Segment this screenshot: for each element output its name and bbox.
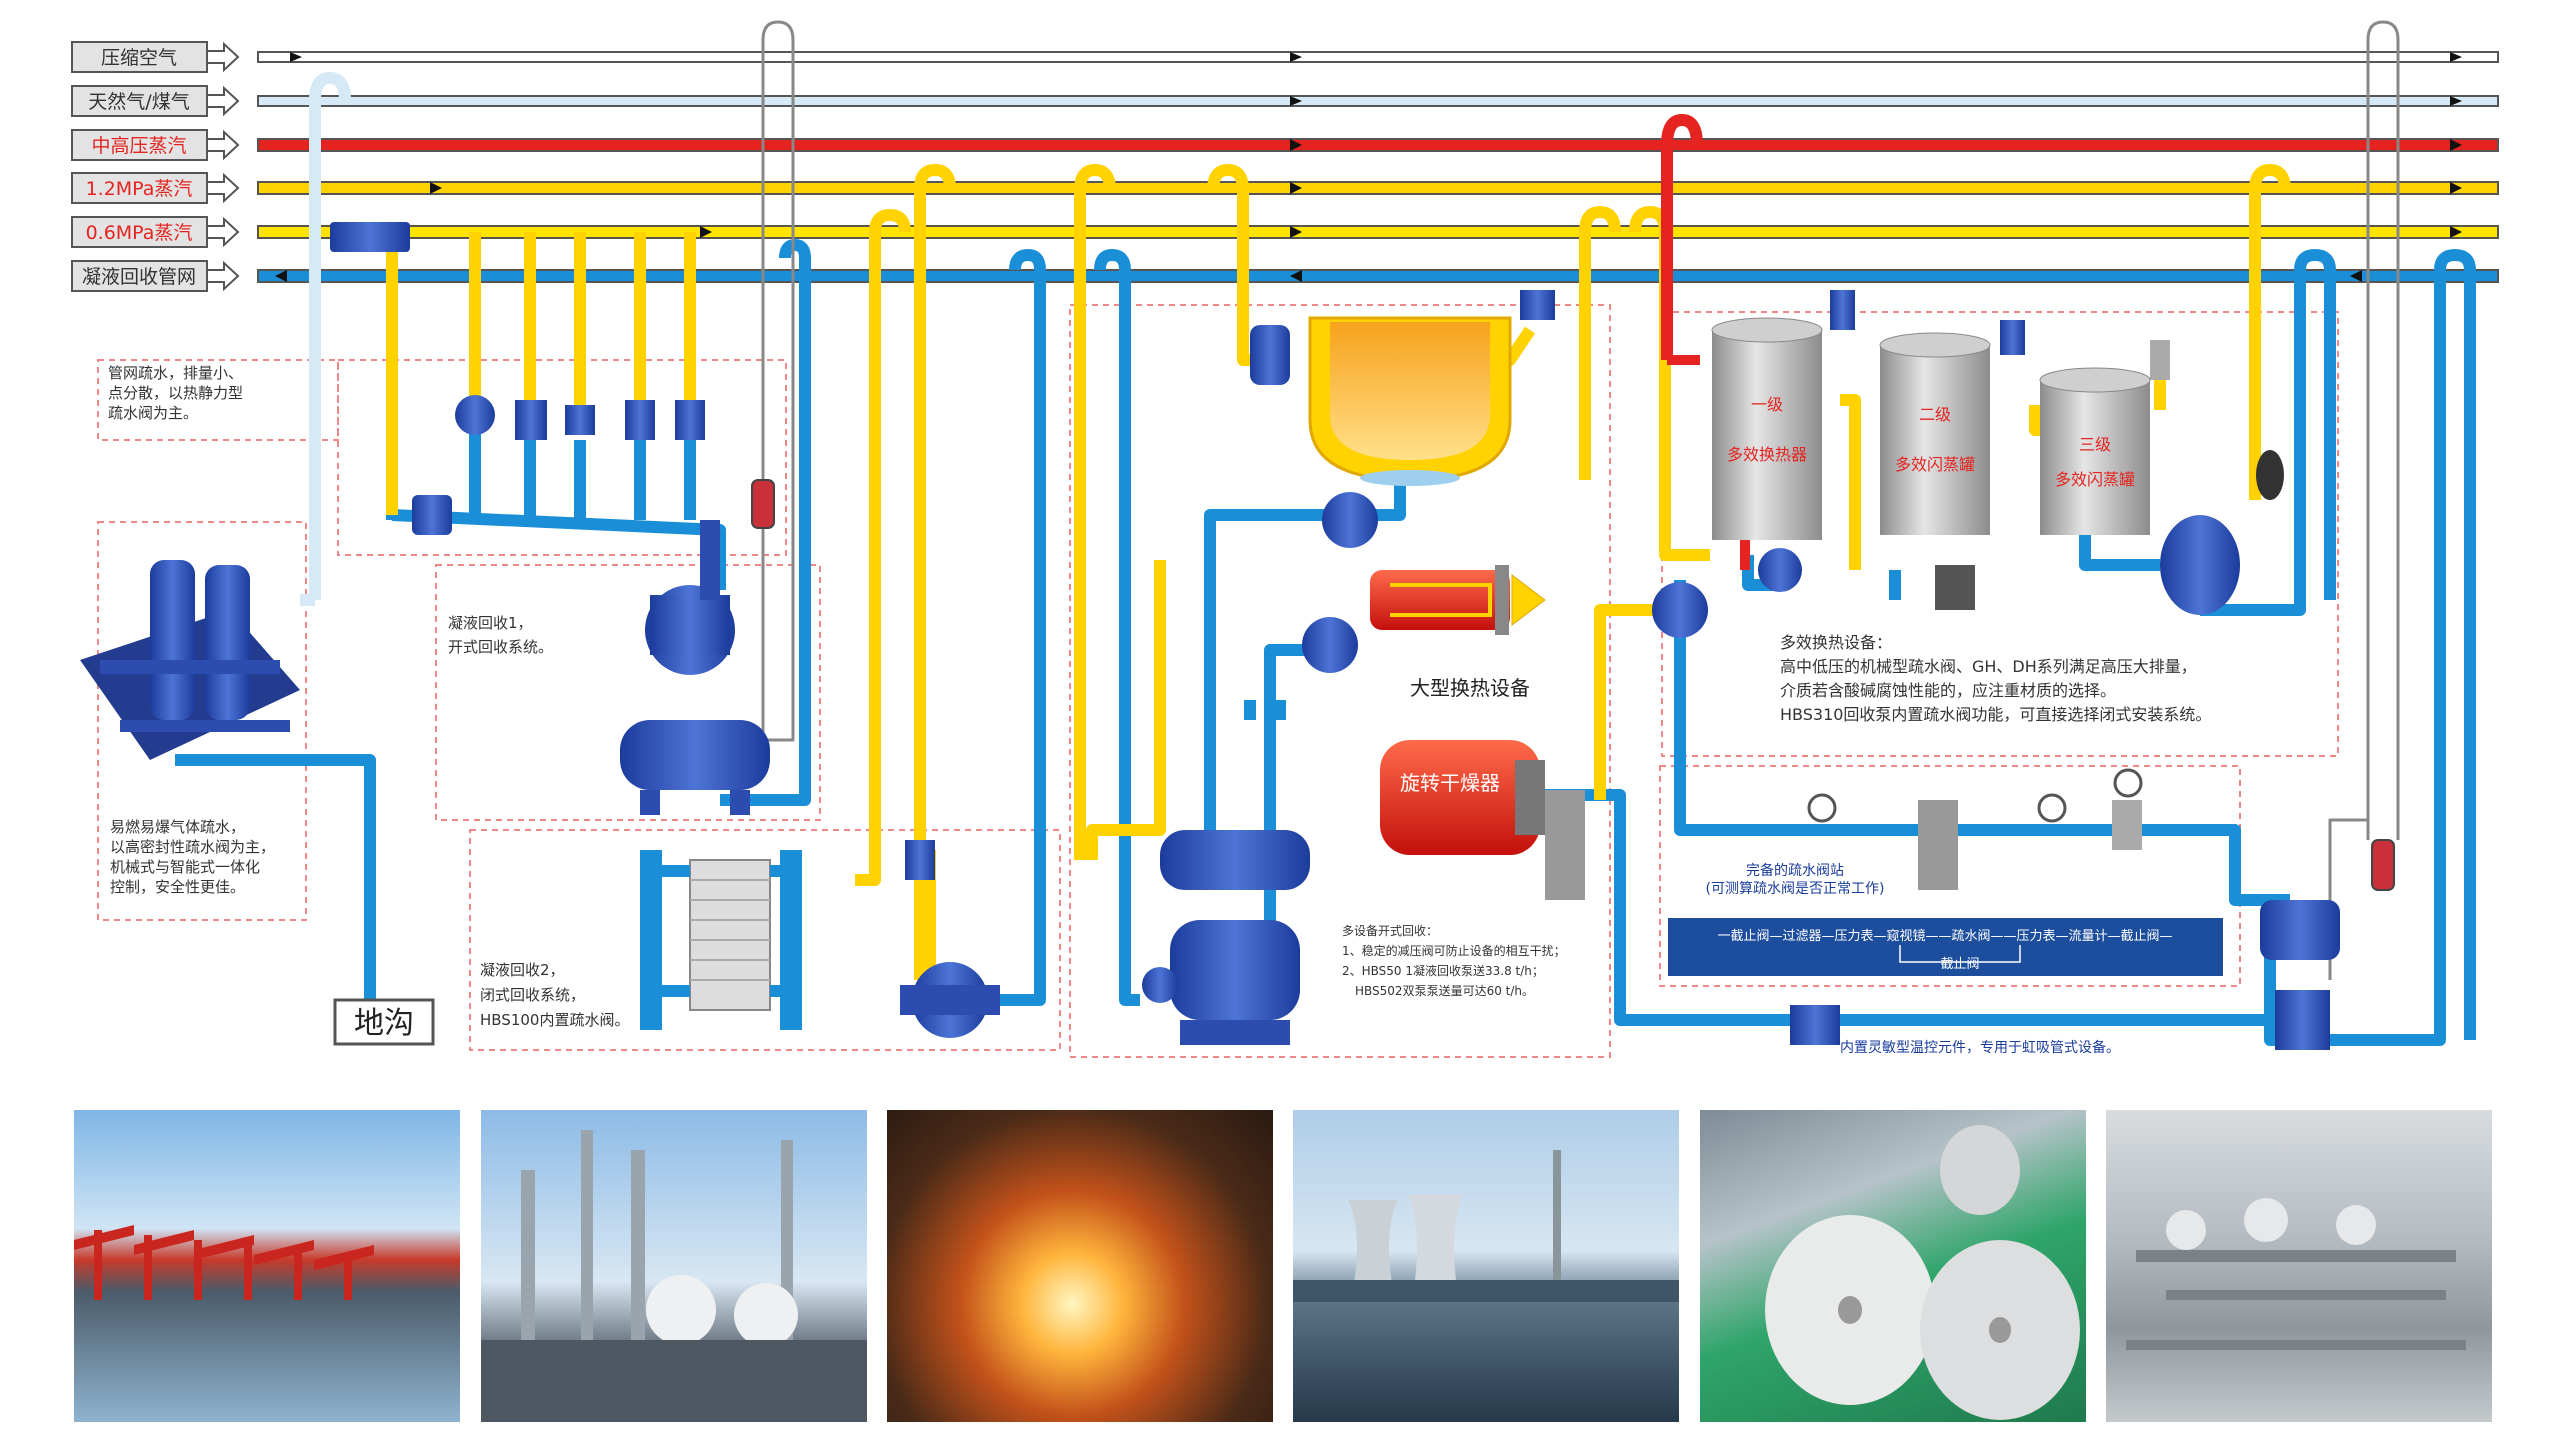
pipe-label-text: 0.6MPa蒸汽 (86, 222, 193, 244)
hp-steam-drop (1661, 113, 1703, 360)
trap-station-subtitle: (可测算疏水阀是否正常工作) (1706, 881, 1885, 897)
pipe-network-note: 管网疏水，排量小、 (108, 364, 243, 382)
pipe-label-text: 凝液回收管网 (82, 266, 196, 288)
pipe-compressed-air (257, 51, 2499, 63)
thermostatic-trap (515, 400, 547, 440)
multi-open-note: HBS502双泵泵送量可达60 t/h。 (1355, 983, 1534, 998)
flammable-note: 易燃易爆气体疏水， (110, 818, 245, 836)
open-recovery-pump (620, 520, 770, 815)
gas-filter-valve (330, 222, 410, 252)
pipe-steam-1-2mpa (257, 181, 2499, 195)
dual-recovery-pump (1142, 830, 1310, 1045)
multi-effect-note: 高中低压的机械型疏水阀、GH、DH系列满足高压大排量， (1780, 657, 2197, 676)
tank-name: 多效闪蒸罐 (2055, 470, 2135, 489)
pipe-label: 凝液回收管网 (71, 260, 240, 292)
pipe-label-text: 中高压蒸汽 (91, 135, 186, 157)
drain-ditch: 地沟 (333, 998, 435, 1046)
pipe-high-pressure-steam (257, 138, 2499, 152)
gas-drain-trap (751, 479, 775, 529)
header-pipes (257, 51, 2499, 283)
pipe-network-note: 疏水阀为主。 (108, 404, 198, 422)
flammable-note: 以高密封性疏水阀为主， (110, 838, 275, 856)
dashed-regions (97, 304, 2339, 1058)
rotary-dryer-label: 旋转干燥器 (1400, 771, 1500, 795)
trap-station-flow-bar: 一截止阀—过滤器—压力表—窥视镜——疏水阀——压力表—流量计—截止阀— 截止阀 (1668, 918, 2223, 976)
thermostatic-trap (625, 400, 655, 440)
tank: 一级 多效换热器 (1711, 317, 1823, 540)
multi-effect-note: 介质若含酸碱腐蚀性能的，应注重材质的选择。 (1780, 681, 2116, 700)
flammable-note: 控制，安全性更佳。 (110, 878, 245, 896)
pipe-label: 1.2MPa蒸汽 (71, 172, 240, 204)
tank-name: 多效换热器 (1727, 445, 1807, 464)
tank-level: 一级 (1751, 395, 1783, 414)
drain-ditch-label: 地沟 (354, 1006, 414, 1041)
photo-power-plant (1293, 1110, 1679, 1422)
trap-station-bypass-text: 截止阀 (1940, 957, 1979, 972)
recovery-2-note: 闭式回收系统， (480, 986, 585, 1004)
multi-open-note: 1、稳定的减压阀可防止设备的相互干扰； (1342, 943, 1566, 958)
photo-oil-pumpjacks (74, 1110, 460, 1422)
pipe-steam-0-6mpa (257, 225, 2499, 239)
rotary-dryer: 旋转干燥器 (1380, 740, 1585, 900)
trap-station-title: 完备的疏水阀站 (1746, 862, 1844, 879)
multi-effect-note: HBS310回收泵内置疏水阀功能，可直接选择闭式安装系统。 (1780, 705, 2211, 724)
plate-heat-exchanger (640, 850, 802, 1030)
float-trap (412, 495, 452, 535)
pipe-label: 中高压蒸汽 (71, 129, 240, 161)
large-exchanger-label: 大型换热设备 (1410, 676, 1530, 700)
siphon-note: 内置灵敏型温控元件，专用于虹吸管式设备。 (1840, 1039, 2120, 1056)
recovery-1-note: 开式回收系统。 (448, 638, 553, 656)
flammable-note: 机械式与智能式一体化 (110, 858, 260, 876)
jacketed-vat (1250, 290, 1555, 673)
thermostatic-trap (455, 395, 495, 435)
float-trap (1322, 492, 1378, 548)
pipe-label: 天然气/煤气 (71, 85, 240, 117)
pipe-label: 压缩空气 (71, 41, 240, 73)
multi-effect-note: 多效换热设备： (1780, 633, 1892, 652)
pipe-label-list: 压缩空气 天然气/煤气 中高压蒸汽 1.2MPa蒸汽 0.6MPa蒸汽 凝液回收… (71, 41, 240, 292)
annotation-text: 管网疏水，排量小、 点分散，以热静力型 疏水阀为主。 易燃易爆气体疏水， 以高密… (108, 364, 2211, 1056)
pipe-network-traps (330, 222, 775, 535)
large-heat-exchanger: 大型换热设备 (1370, 565, 1546, 700)
pipe-natural-gas (257, 95, 2499, 107)
multi-open-note: 多设备开式回收： (1342, 924, 1438, 938)
recovery-1-note: 凝液回收1， (448, 614, 533, 632)
recovery-2-note: HBS100内置疏水阀。 (480, 1011, 629, 1029)
tank: 三级 多效闪蒸罐 (2039, 367, 2151, 535)
float-trap (1302, 617, 1358, 673)
temperature-control-valve (1520, 290, 1555, 320)
multi-open-note: 2、HBS50 1凝液回收泵送33.8 t/h； (1342, 963, 1544, 978)
photo-chemical-plant (481, 1110, 867, 1422)
pipe-label: 0.6MPa蒸汽 (71, 216, 240, 248)
tank-level: 三级 (2079, 435, 2111, 454)
tank: 二级 多效闪蒸罐 (1879, 332, 1991, 535)
pipe-condensate-return (257, 269, 2499, 283)
photo-paper-rolls (1700, 1110, 2086, 1422)
pipe-label-text: 1.2MPa蒸汽 (86, 178, 193, 200)
trap-station-flow-text: 一截止阀—过滤器—压力表—窥视镜——疏水阀——压力表—流量计—截止阀— (1717, 928, 2172, 944)
thermostatic-trap (565, 405, 595, 435)
tank-level: 二级 (1919, 405, 1951, 424)
pipe-network-note: 点分散，以热静力型 (108, 384, 243, 402)
flammable-gas-skid (80, 560, 300, 760)
steam-pipes (386, 164, 2291, 1016)
pipe-label-text: 压缩空气 (101, 47, 177, 69)
thermostatic-trap (675, 400, 705, 440)
closed-recovery-pump (900, 840, 1000, 1038)
photo-bottling-line (2106, 1110, 2492, 1422)
multi-effect-tanks: 一级 多效换热器 二级 多效闪蒸罐 三级 多效闪蒸罐 (1711, 290, 2284, 615)
recovery-2-note: 凝液回收2， (480, 961, 565, 979)
pressure-reducing-valve (1250, 325, 1290, 385)
photo-steel-furnace (887, 1110, 1273, 1422)
pipe-label-text: 天然气/煤气 (88, 91, 189, 113)
trap-station-equipment (1652, 582, 2395, 1050)
tank-name: 多效闪蒸罐 (1895, 455, 1975, 474)
